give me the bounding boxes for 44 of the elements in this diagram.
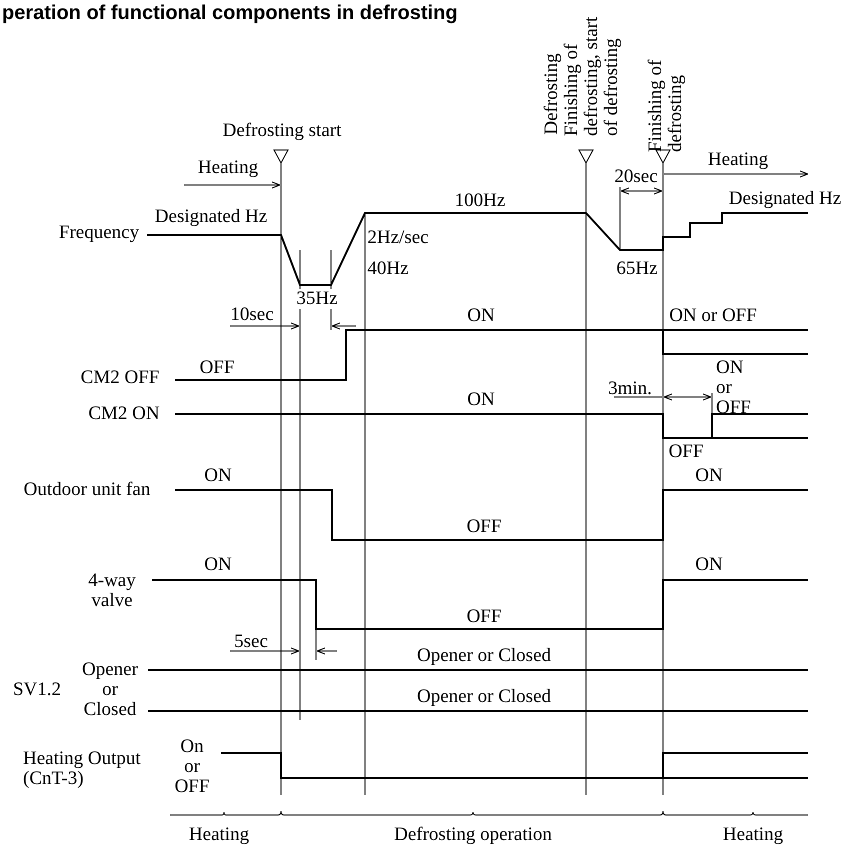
signal-name: Frequency	[58, 223, 140, 243]
state-label: Opener or Closed	[81, 660, 139, 720]
event-label: Finishing of defrosting	[646, 58, 686, 152]
state-label: On or OFF	[174, 737, 210, 797]
diagram-title: peration of functional components in defrosting	[2, 2, 458, 25]
value-label: 2Hz/sec	[367, 228, 429, 248]
mode-label: Heating	[708, 150, 768, 170]
event-label: Defrosting	[542, 53, 562, 135]
state-label: ON or OFF	[669, 306, 757, 326]
phase-label: Defrosting operation	[394, 825, 552, 845]
state-label: OFF	[668, 442, 704, 462]
state-label: Opener or Closed	[416, 687, 552, 707]
signal-name: Outdoor unit fan	[24, 480, 150, 500]
value-label: Designated Hz	[728, 189, 842, 209]
signal-name: CM2 ON	[88, 404, 160, 424]
dimension-label: 5sec	[234, 632, 268, 652]
state-label: OFF	[200, 358, 234, 378]
state-label: ON	[695, 466, 723, 486]
state-label: ON or OFF	[716, 358, 752, 418]
dimension-label: 10sec	[230, 305, 274, 325]
dimension-label: 3min.	[608, 379, 652, 399]
phase-label: Heating	[722, 825, 784, 845]
state-label: ON	[695, 555, 723, 575]
signal-name: 4-way valve	[87, 571, 137, 611]
mode-label: Heating	[198, 158, 258, 178]
state-label: Opener or Closed	[416, 646, 552, 666]
signal-name: Heating Output (CnT-3)	[23, 749, 142, 789]
state-label: ON	[467, 306, 495, 326]
state-label: OFF	[466, 607, 502, 627]
dimension-label: 20sec	[614, 167, 658, 187]
value-label: 35Hz	[295, 289, 339, 309]
value-label: 40Hz	[367, 259, 409, 279]
value-label: 65Hz	[616, 259, 658, 279]
state-label: ON	[467, 390, 495, 410]
value-label: 100Hz	[454, 191, 506, 211]
event-label: Defrosting start	[222, 121, 342, 141]
signal-name: SV1.2	[12, 680, 62, 700]
state-label: ON	[204, 555, 232, 575]
phase-label: Heating	[188, 825, 250, 845]
event-label: Finishing of defrosting, start of defrosting	[562, 16, 622, 136]
value-label: Designated Hz	[154, 207, 268, 227]
signal-name: CM2 OFF	[80, 368, 160, 388]
state-label: OFF	[466, 517, 502, 537]
state-label: ON	[204, 466, 232, 486]
